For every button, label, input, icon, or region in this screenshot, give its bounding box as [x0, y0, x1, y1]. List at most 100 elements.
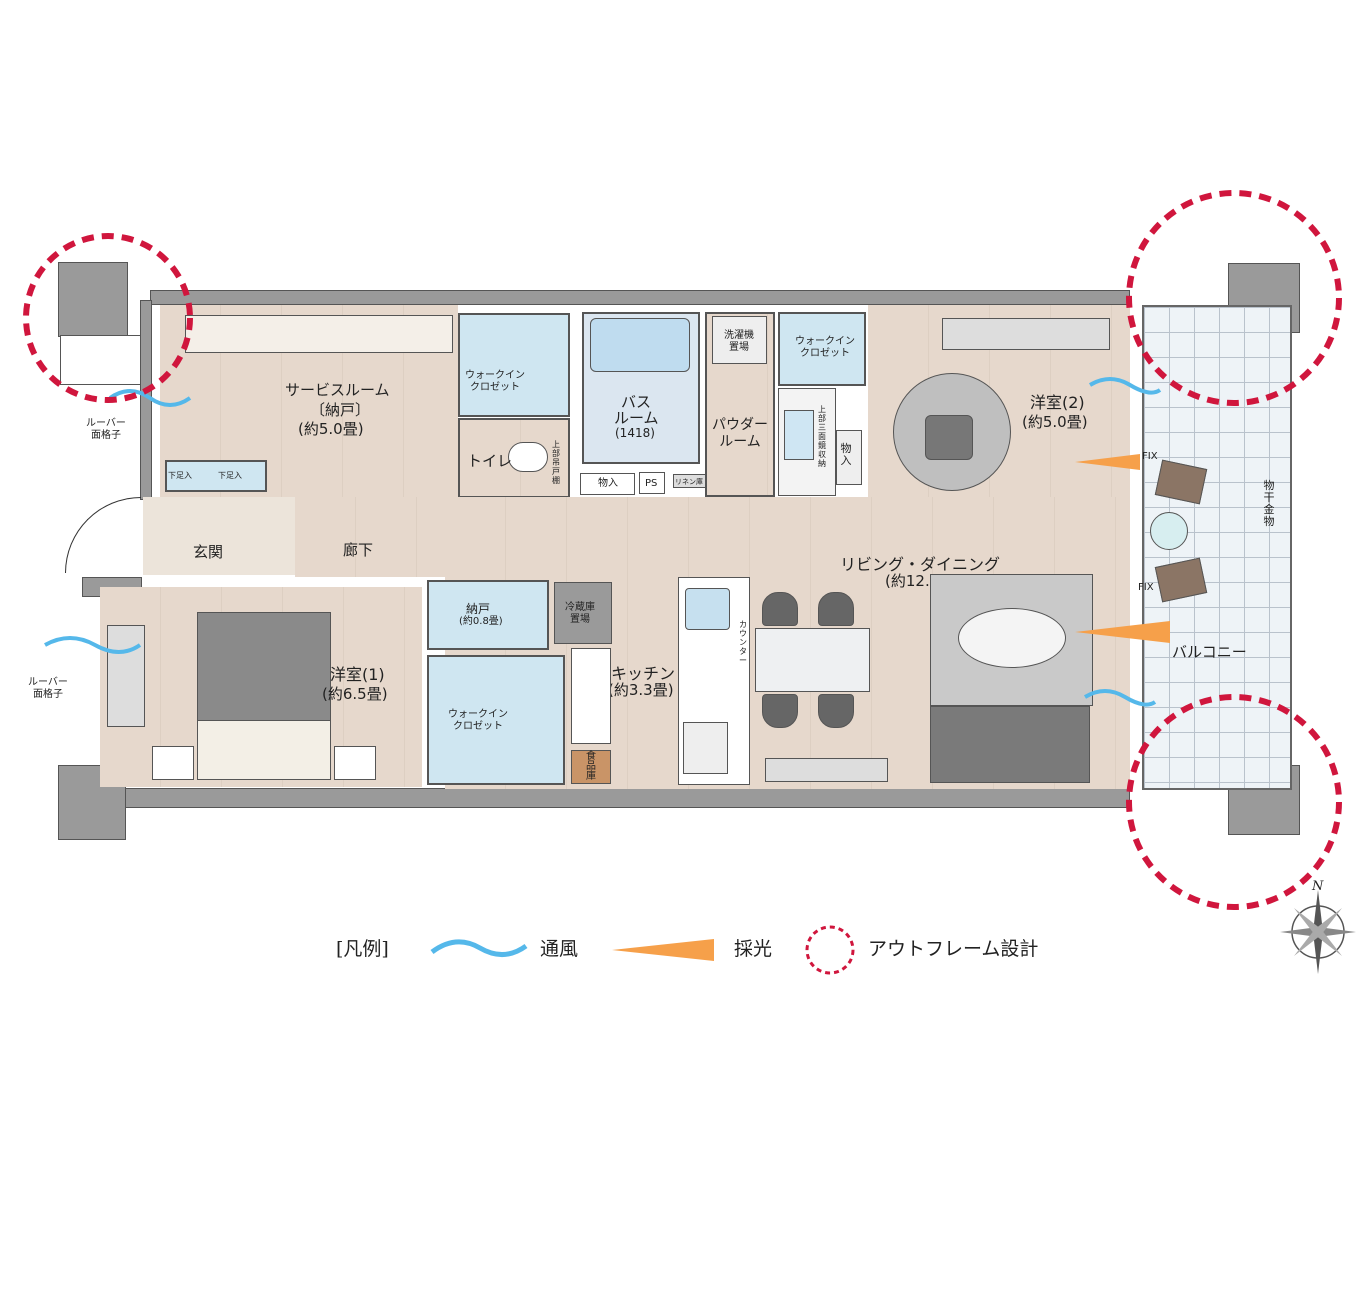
- left-column-top: [58, 262, 128, 337]
- service-room-shelf: [185, 315, 453, 353]
- wic-label: ウォークイン: [795, 336, 855, 347]
- kitchen-shelf: [571, 648, 611, 744]
- coffee-table: [958, 608, 1066, 668]
- wic-bottom-label: ウォークインクロゼット: [448, 709, 508, 733]
- toilet-bowl: [508, 442, 548, 472]
- bench: [107, 625, 145, 727]
- louver-line: 面格子: [32, 689, 63, 700]
- wic-top-left-label: ウォークインクロゼット: [465, 370, 525, 394]
- wic-label: ウォークイン: [465, 370, 525, 381]
- light-icon: [1075, 454, 1140, 470]
- pantry: 食品庫: [571, 750, 611, 784]
- storage-bath: 物入: [580, 473, 635, 495]
- washer-space: [712, 316, 767, 364]
- light-icon: [1075, 621, 1170, 643]
- wic-top-left: [458, 313, 570, 417]
- wind-icon: [44, 636, 142, 654]
- shoe-label: 下足入: [218, 471, 242, 480]
- storage-label: 物入: [598, 478, 618, 489]
- kitchen-name: キッチン: [611, 664, 676, 683]
- entrance: [143, 497, 295, 575]
- legend-lighting: 採光: [734, 938, 773, 960]
- dining-chair: [762, 694, 798, 728]
- outframe-circle: [23, 233, 193, 403]
- dining-chair: [818, 592, 854, 626]
- wind-icon: [108, 389, 192, 407]
- fridge-label: 冷蔵庫置場: [565, 602, 595, 626]
- washer-label: 洗濯機置場: [724, 330, 754, 354]
- ps: PS: [639, 472, 665, 494]
- louver-bottom-label: ルーバー面格子: [28, 677, 68, 701]
- bath-size: (1418): [615, 426, 655, 440]
- sink: [784, 410, 814, 460]
- louver-line: ルーバー: [86, 418, 126, 429]
- louver-line: 面格子: [90, 430, 121, 441]
- wic-top-right-label: ウォークインクロゼット: [795, 336, 855, 360]
- service-room-sub: 〔納戸〕: [310, 401, 371, 419]
- stove: [683, 722, 728, 774]
- nightstand: [334, 746, 376, 780]
- wic-label: ウォークイン: [448, 709, 508, 720]
- shoe-label: 下足入: [168, 471, 192, 480]
- storage-right: 物入: [836, 430, 862, 485]
- storage-label: 物入: [840, 442, 852, 467]
- washer-name2: 置場: [729, 342, 749, 353]
- low-shelf: [765, 758, 888, 782]
- legend-title: [凡例]: [336, 938, 389, 960]
- powder-name: パウダー: [712, 417, 768, 433]
- bathtub: [590, 318, 690, 372]
- dining-chair: [818, 694, 854, 728]
- nightstand: [152, 746, 194, 780]
- nando: [427, 580, 549, 650]
- western2-name: 洋室(2): [1030, 393, 1085, 412]
- legend-wind-icon: [430, 939, 528, 957]
- fix-label: FIX: [1142, 451, 1158, 462]
- legend-outframe-icon: [805, 925, 855, 975]
- wind-icon: [1088, 377, 1162, 395]
- louver-top-label: ルーバー面格子: [86, 418, 126, 442]
- louver-line: ルーバー: [28, 677, 68, 688]
- entrance-label: 玄関: [193, 543, 224, 561]
- mirror-storage-label: 上部三面鏡収納: [818, 405, 826, 468]
- powder-label: パウダールーム: [712, 417, 768, 451]
- nando-size: (約0.8畳): [459, 616, 503, 627]
- toilet-label: トイレ: [467, 452, 513, 470]
- pantry-label: 食品庫: [586, 751, 596, 782]
- service-room-name: サービスルーム: [285, 381, 390, 399]
- wind-icon: [1083, 689, 1157, 707]
- living-name: リビング・ダイニング: [840, 555, 1001, 574]
- linen-label: リネン庫: [675, 478, 703, 486]
- fridge-space: [554, 582, 612, 644]
- compass-icon: [1280, 890, 1356, 974]
- dining-table: [755, 628, 870, 692]
- service-room-size: (約5.0畳): [298, 420, 364, 438]
- armchair: [925, 415, 973, 460]
- dining-chair: [762, 592, 798, 626]
- wic-bottom: [427, 655, 565, 785]
- wic-label: クロゼット: [470, 382, 520, 393]
- sofa: [930, 706, 1090, 783]
- compass-north-label: N: [1312, 879, 1324, 894]
- fix-label: FIX: [1138, 582, 1154, 593]
- kitchen-sink: [685, 588, 730, 630]
- hallway-label: 廊下: [343, 541, 374, 559]
- wic-top-right: [778, 312, 866, 386]
- balcony-label: バルコニー: [1172, 643, 1247, 661]
- bed-pillows: [197, 720, 331, 780]
- western1-name: 洋室(1): [330, 665, 385, 684]
- bath-name: バス: [621, 393, 652, 411]
- wic-label: クロゼット: [800, 348, 850, 359]
- bath-name2: ルーム: [614, 409, 659, 427]
- counter-label: カウンター: [739, 620, 747, 665]
- legend-light-icon: [612, 939, 714, 961]
- balcony-table: [1150, 512, 1188, 550]
- wic-label: クロゼット: [453, 721, 503, 732]
- western2-size: (約5.0畳): [1022, 413, 1088, 431]
- powder-name2: ルーム: [719, 434, 761, 450]
- washer-name: 洗濯機: [724, 330, 754, 341]
- nando-name: 納戸: [466, 602, 491, 616]
- toilet-shelf-label: 上部吊戸棚: [552, 440, 560, 485]
- kitchen-size: (約3.3畳): [608, 681, 674, 699]
- shoe-cabinet: [165, 460, 267, 492]
- hallway: [295, 497, 445, 577]
